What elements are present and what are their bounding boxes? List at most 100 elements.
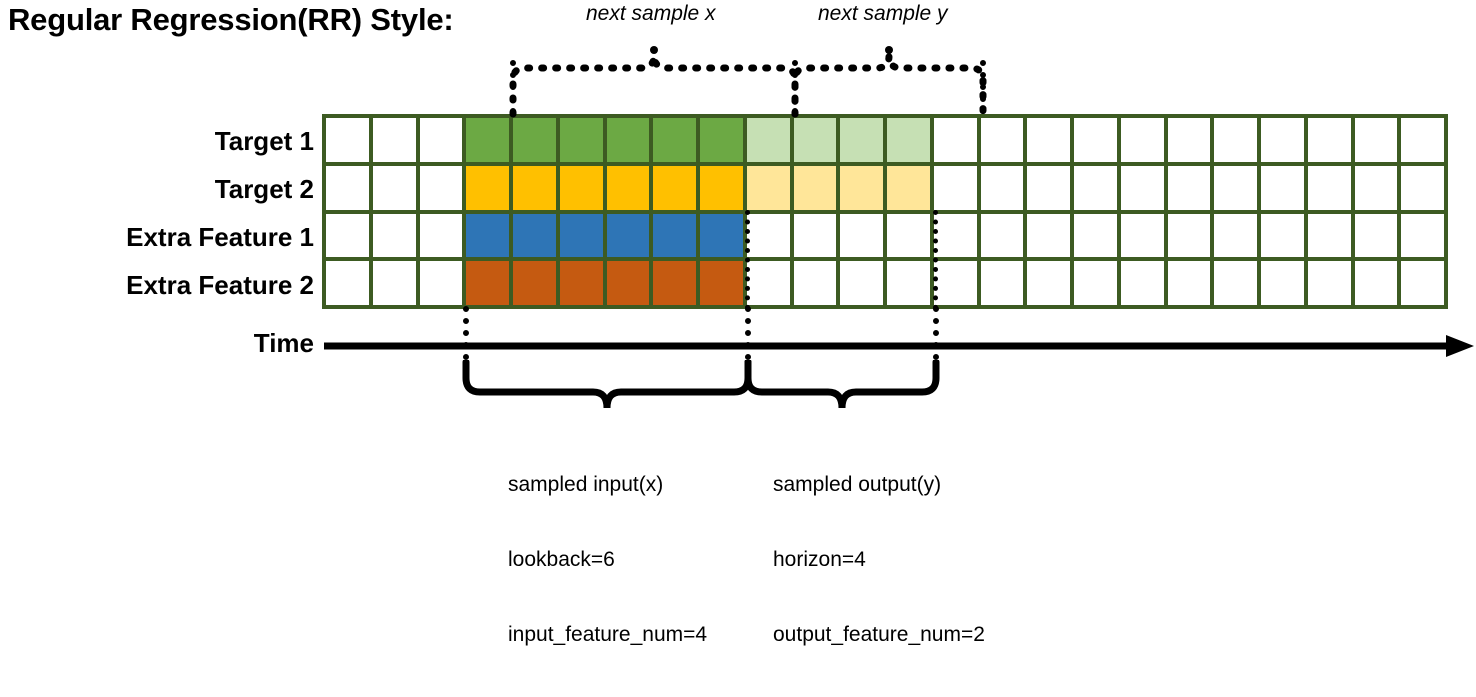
grid-row-extra-feature-1 [326, 213, 1444, 258]
grid-cell [746, 165, 790, 210]
grid-cell [1214, 261, 1257, 305]
grid-cell [653, 118, 696, 162]
grid-cell [419, 261, 463, 305]
grid-cell [606, 261, 650, 305]
grid-cell [980, 213, 1024, 258]
grid-cell [419, 118, 463, 162]
grid-cell [1167, 213, 1211, 258]
grid-cell [1261, 165, 1304, 210]
grid-cell [372, 165, 416, 210]
grid-cell [887, 213, 930, 258]
grid-cell [653, 213, 696, 258]
grid-cell [419, 165, 463, 210]
grid-cell [1074, 261, 1117, 305]
grid-cell [372, 213, 416, 258]
grid-cell [326, 213, 369, 258]
grid-cell [1401, 261, 1444, 305]
grid-cell [513, 165, 556, 210]
grid-cell [653, 261, 696, 305]
grid-cell [700, 118, 743, 162]
grid-cell [840, 118, 883, 162]
brace-next-sample-y [791, 55, 987, 118]
grid-cell [326, 261, 369, 305]
grid-cell [513, 261, 556, 305]
grid-cell [1307, 213, 1351, 258]
grid-cell [466, 213, 509, 258]
grid-cell [887, 261, 930, 305]
grid-cell [700, 165, 743, 210]
time-axis-arrow [324, 335, 1474, 357]
caption-input-line-1: sampled input(x) [508, 473, 664, 496]
grid-cell [1354, 261, 1398, 305]
grid-cell [559, 118, 603, 162]
caption-sampled-input: sampled input(x) lookback=6 input_featur… [508, 422, 707, 697]
grid-cell [980, 261, 1024, 305]
row-label-extra-feature-2: Extra Feature 2 [126, 270, 314, 300]
grid-cell [793, 261, 837, 305]
grid-cell [1074, 118, 1117, 162]
grid-cell [1401, 213, 1444, 258]
dotted-divider-output-end [933, 210, 938, 310]
grid-row-target-2 [326, 165, 1444, 210]
time-axis-label: Time [253, 328, 314, 358]
grid-cell [513, 118, 556, 162]
grid-cell [887, 118, 930, 162]
grid-cell [700, 213, 743, 258]
grid-cell [326, 118, 369, 162]
grid-cell [326, 165, 369, 210]
dotted-guide-bottom-output-end [933, 306, 939, 372]
grid-cell [933, 261, 977, 305]
dotted-guide-bottom-input-end [745, 306, 751, 372]
grid-cell [746, 213, 790, 258]
annotation-next-sample-y: next sample y [818, 2, 948, 25]
grid-cell [1214, 118, 1257, 162]
brace-sampled-input [462, 360, 752, 409]
grid-cell [1120, 118, 1164, 162]
grid-cell [559, 213, 603, 258]
grid-cell [887, 165, 930, 210]
grid-row-extra-feature-2 [326, 261, 1444, 305]
row-label-extra-feature-1: Extra Feature 1 [126, 222, 314, 252]
grid-cell [1307, 118, 1351, 162]
grid-cell [606, 213, 650, 258]
grid-cell [559, 261, 603, 305]
grid-cell [1027, 118, 1070, 162]
grid-cell [1120, 165, 1164, 210]
grid-cell [933, 118, 977, 162]
bottom-brace-group [462, 360, 940, 409]
grid-cell [1261, 261, 1304, 305]
grid-cell [746, 118, 790, 162]
grid-cell [653, 165, 696, 210]
grid-cell [746, 261, 790, 305]
grid-cell [1074, 165, 1117, 210]
grid-cell [933, 165, 977, 210]
grid-cell [840, 261, 883, 305]
brace-next-sample-x [509, 55, 799, 118]
grid-cell [1214, 165, 1257, 210]
grid-cell [372, 118, 416, 162]
top-brace-group [509, 46, 987, 118]
brace-tip-dot-x [650, 46, 658, 54]
grid-cell [372, 261, 416, 305]
grid-cell [1214, 213, 1257, 258]
grid-cell [1027, 165, 1070, 210]
grid-cell [1354, 118, 1398, 162]
caption-output-line-2: horizon=4 [773, 548, 866, 571]
grid-cell [1307, 165, 1351, 210]
row-label-target-2: Target 2 [214, 174, 314, 204]
dotted-guide-output-end [980, 60, 986, 114]
caption-input-line-3: input_feature_num=4 [508, 623, 708, 646]
grid-cell [1354, 165, 1398, 210]
grid-cell [700, 261, 743, 305]
caption-input-line-2: lookback=6 [508, 548, 615, 571]
timeline-grid [322, 114, 1448, 309]
grid-cell [419, 213, 463, 258]
grid-cell [1261, 213, 1304, 258]
grid-cell [606, 165, 650, 210]
grid-cell [1354, 213, 1398, 258]
grid-cell [840, 165, 883, 210]
grid-cell [466, 165, 509, 210]
diagram-canvas: Regular Regression(RR) Style: Target 1 T… [8, 2, 1474, 646]
grid-cell [1167, 261, 1211, 305]
grid-cell [1027, 261, 1070, 305]
